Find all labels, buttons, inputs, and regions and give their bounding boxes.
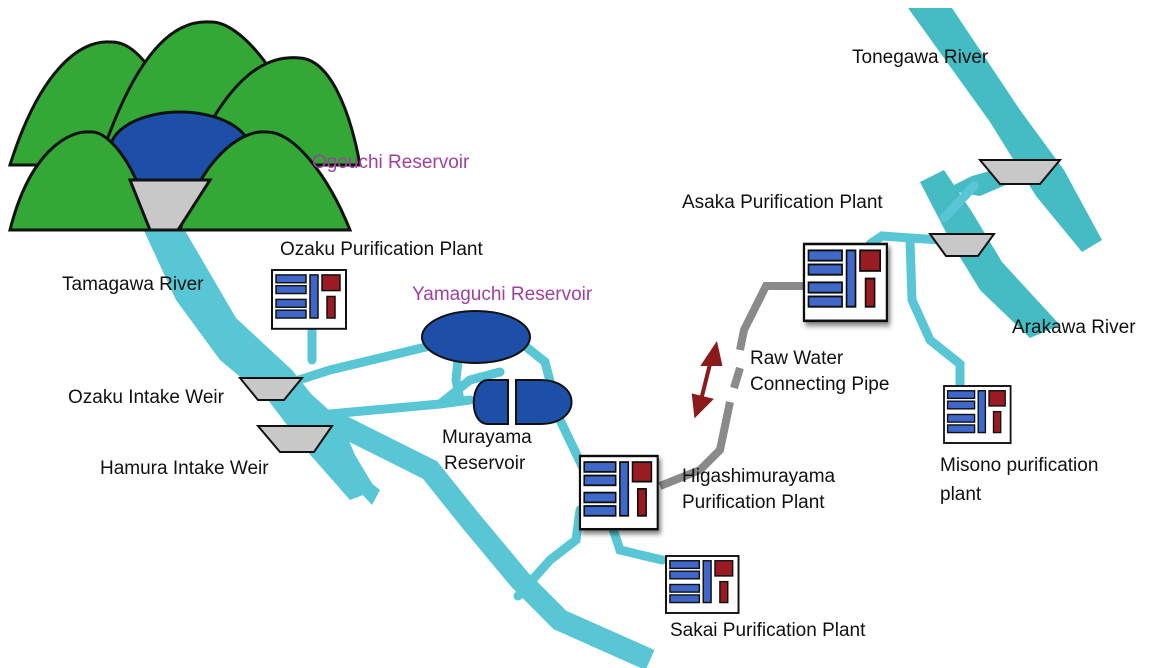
raw-water-connecting-pipe [658, 282, 806, 490]
tamagawa-river-label: Tamagawa River [62, 274, 204, 295]
ozaku-weir-label: Ozaku Intake Weir [68, 387, 225, 408]
misono-plant-label-line1: Misono purification [940, 455, 1098, 476]
yamaguchi-reservoir-label: Yamaguchi Reservoir [412, 284, 593, 305]
asaka-plant-label: Asaka Purification Plant [682, 192, 883, 213]
ozaku-plant-icon [271, 269, 347, 330]
yamaguchi-reservoir-shape [421, 310, 531, 364]
sakai-plant-label: Sakai Purification Plant [670, 620, 866, 641]
raw-water-pipe-label-line2: Connecting Pipe [750, 374, 889, 395]
tonegawa-river [908, 8, 1102, 252]
raw-water-pipe-label-line1: Raw Water [750, 348, 844, 369]
asaka-plant-icon [802, 242, 889, 323]
higashimurayama-plant-label-line1: Higashimurayama [682, 466, 836, 487]
ozaku-plant-label: Ozaku Purification Plant [280, 239, 483, 260]
ogouchi-reservoir-label: Ogouchi Reservoir [312, 152, 470, 173]
murayama-reservoir-label-line2: Reservoir [444, 453, 526, 474]
double-arrow-icon [691, 340, 723, 419]
weir-icon [237, 159, 1063, 453]
misono-plant-icon [943, 385, 1012, 444]
tonegawa-river-label: Tonegawa River [852, 47, 989, 68]
sakai-plant-icon [665, 555, 740, 614]
higashimurayama-plant-label-line2: Purification Plant [682, 492, 825, 513]
misono-plant-label-line2: plant [940, 484, 982, 505]
hamura-weir-label: Hamura Intake Weir [100, 458, 269, 479]
higashimurayama-plant-icon [578, 454, 659, 531]
mountain-icon [7, 20, 362, 232]
arakawa-river-label: Arakawa River [1012, 317, 1136, 338]
murayama-reservoir-label-line1: Murayama [442, 427, 532, 448]
murayama-reservoir-shape [472, 379, 573, 425]
